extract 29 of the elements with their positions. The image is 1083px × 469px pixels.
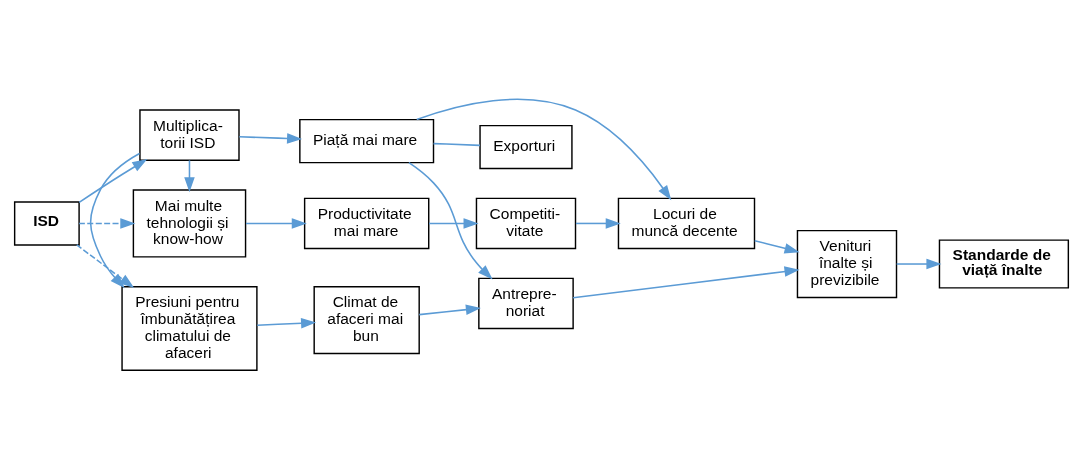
arrow — [572, 266, 800, 299]
node-box: Piață mai mare — [299, 118, 435, 164]
arrow — [575, 218, 621, 229]
node-box: Productivitate mai mare — [303, 197, 430, 250]
arrow — [245, 218, 307, 229]
arrow — [76, 244, 135, 288]
node-box: Antrepre- noriat — [478, 277, 574, 330]
node-box: Presiuni pentru îmbunătățirea climatului de afaceri — [121, 286, 258, 371]
node-box: Standarde de viață înalte — [938, 239, 1070, 289]
arrow — [238, 133, 303, 144]
node-box: Multiplica- torii ISD — [139, 109, 240, 161]
arrow — [895, 258, 942, 270]
arrow — [753, 239, 800, 254]
node-box: Climat de afaceri mai bun — [313, 286, 420, 355]
arrow — [428, 218, 479, 229]
arrow — [256, 317, 317, 329]
arrow — [89, 152, 141, 289]
node-box: Exporturi — [479, 124, 573, 170]
node-box: Locuri de muncă decente — [617, 197, 756, 250]
arrow — [78, 159, 148, 204]
arrow — [408, 161, 493, 280]
node-box: Mai multe tehnologii și know-how — [132, 189, 247, 258]
arrow — [78, 218, 136, 229]
connector — [432, 142, 481, 147]
arrow — [418, 304, 481, 316]
node-box: ISD — [13, 201, 80, 246]
node-box: Competiti- vitate — [475, 197, 577, 250]
node-box: Venituri înalte și previzibile — [796, 229, 898, 299]
arrow — [415, 98, 672, 201]
